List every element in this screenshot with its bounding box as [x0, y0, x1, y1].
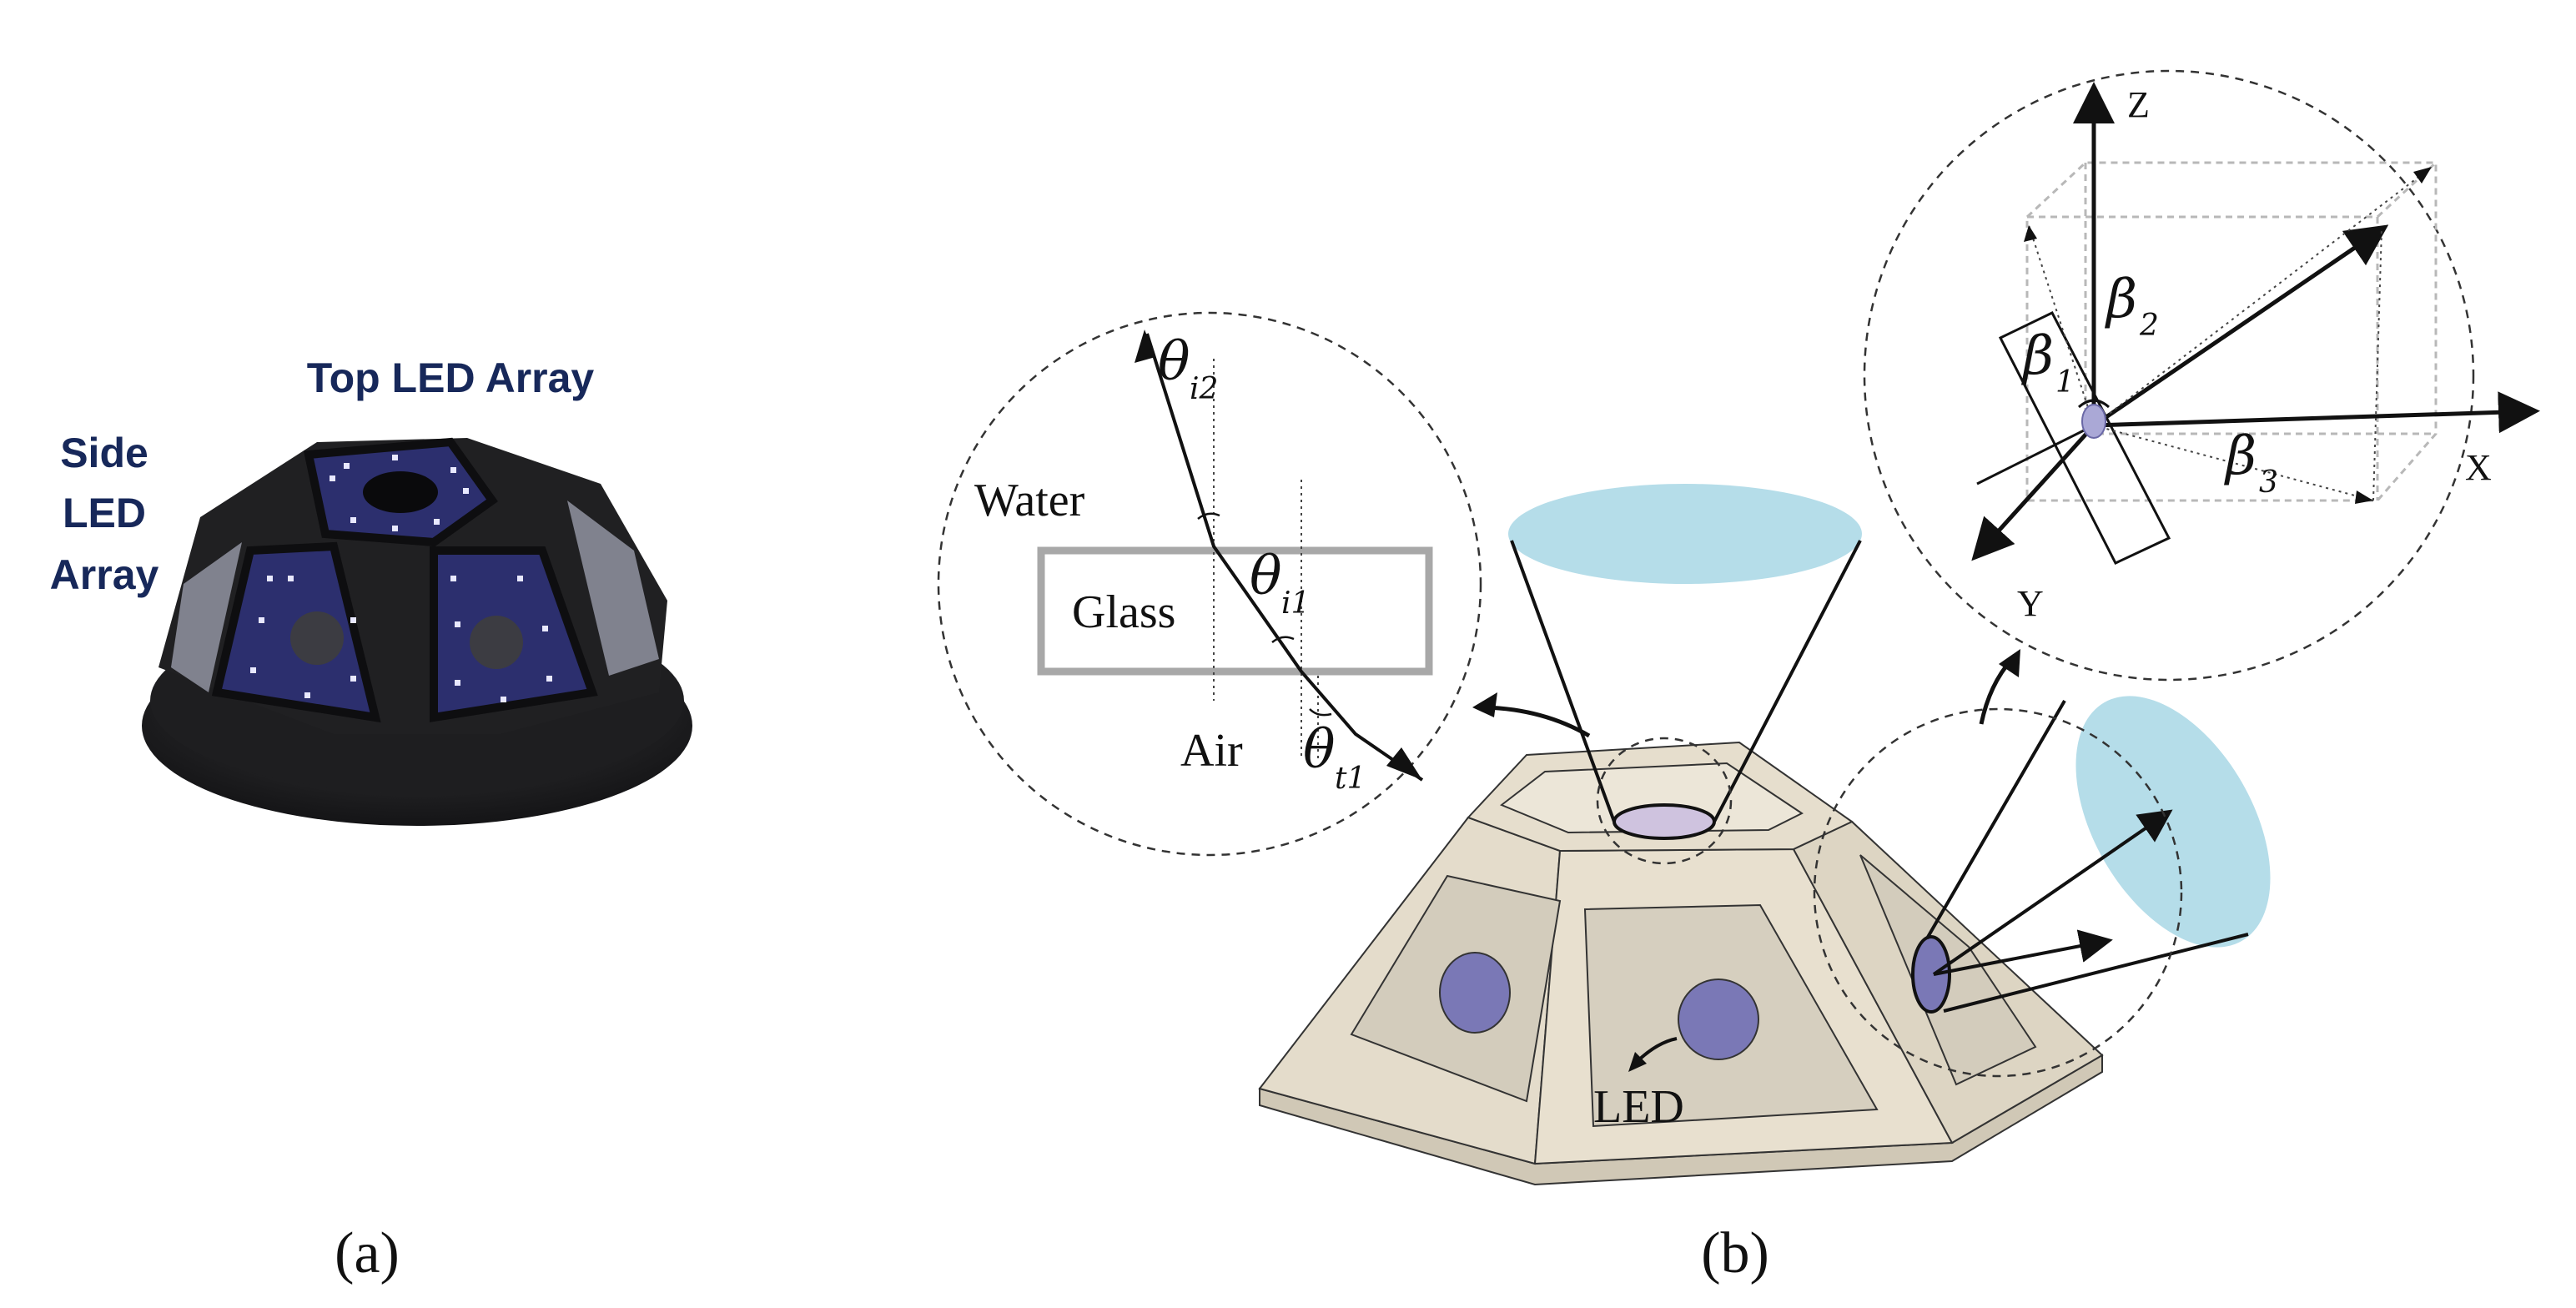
panel-b: Water Glass Air θ i2 θ i1 θ t1 — [937, 69, 2540, 1285]
label-water: Water — [974, 475, 1085, 526]
label-axis-x: X — [2465, 447, 2492, 488]
side-light-cone — [1813, 696, 2271, 1078]
beta-1-symbol: β — [2021, 325, 2054, 387]
caption-a: (a) — [335, 1221, 400, 1285]
beta-3-subscript: 3 — [2259, 465, 2278, 500]
label-top-led-array: Top LED Array — [307, 355, 595, 401]
theta-i1-subscript: i1 — [1281, 586, 1310, 621]
theta-t1-symbol: θ — [1303, 719, 1336, 781]
arrow-to-refraction — [1484, 705, 1591, 738]
caption-b: (b) — [1701, 1221, 1769, 1285]
led-plane — [1998, 311, 2171, 565]
led-disc-front — [1678, 978, 1759, 1060]
top-light-cone — [1508, 484, 1862, 865]
beta-2-symbol: β — [2105, 269, 2137, 330]
label-air: Air — [1180, 725, 1243, 777]
side-cone-disc — [2075, 696, 2271, 948]
led-disc-left — [1439, 952, 1511, 1034]
led-disc-side — [1911, 935, 1951, 1014]
housing: LED — [1258, 741, 2104, 1186]
light-ray — [1145, 333, 1424, 782]
beta-3-symbol: β — [2224, 425, 2257, 487]
panel-a: Top LED Array Side LED Array (a) — [50, 355, 692, 1285]
theta-i2-symbol: θ — [1158, 331, 1190, 393]
led-origin — [2081, 404, 2106, 439]
theta-i1-symbol: θ — [1250, 546, 1282, 607]
refraction-circle — [937, 311, 1482, 857]
beta-2-subscript: 2 — [2139, 309, 2159, 343]
theta-t1-subscript: t1 — [1335, 762, 1366, 796]
side-cone-arrow-lower — [1933, 929, 2113, 976]
refraction-inset: Water Glass Air θ i2 θ i1 θ t1 — [937, 311, 1482, 857]
theta-i2-subscript: i2 — [1190, 372, 1218, 406]
label-led: LED — [1593, 1081, 1684, 1133]
label-side-line-3: Array — [50, 551, 159, 598]
glass-slab — [1037, 546, 1433, 676]
led-disc-top — [1613, 803, 1716, 840]
coordinate-inset: Z X Y β 1 β 2 β 3 — [1863, 69, 2540, 682]
axis-y-line — [1971, 424, 2096, 561]
top-window — [1500, 762, 1804, 834]
label-side-line-1: Side — [60, 430, 148, 476]
device-photo — [142, 437, 692, 826]
side-cone-arrow-upper — [1932, 809, 2173, 976]
direction-vector — [2092, 224, 2389, 428]
label-glass: Glass — [1072, 586, 1175, 638]
label-axis-y: Y — [2017, 583, 2044, 624]
coordinate-circle — [1863, 69, 2475, 682]
axis-x-line — [2093, 391, 2540, 434]
beta-1-subscript: 1 — [2055, 365, 2075, 400]
top-cone-disc — [1508, 484, 1862, 584]
label-side-line-2: LED — [63, 490, 146, 536]
label-axis-z: Z — [2127, 84, 2150, 125]
